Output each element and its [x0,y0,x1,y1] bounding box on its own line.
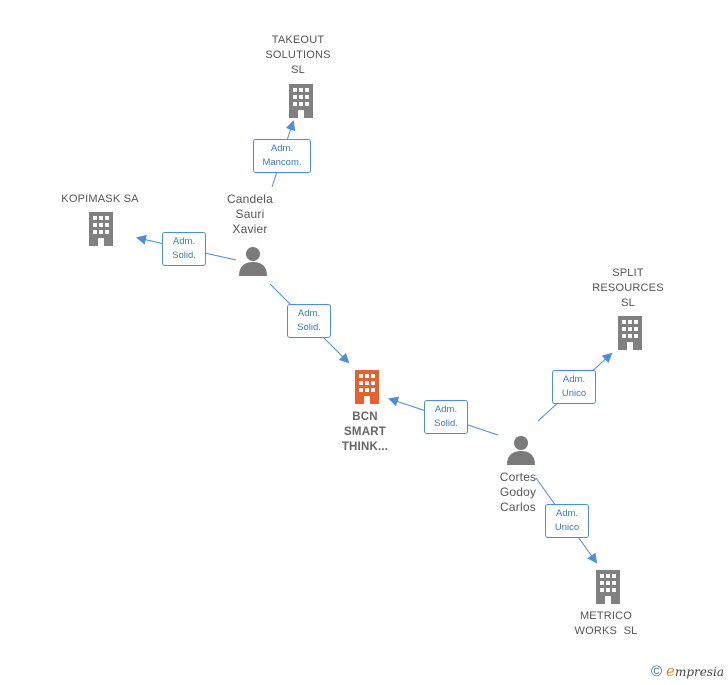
label-line: WORKS SL [574,625,638,637]
label-line: RESOURCES [592,282,664,294]
edge-label-cortes-bcn[interactable]: Adm. Solid. [424,400,468,434]
label-line: Carlos [500,500,536,514]
node-label-takeout[interactable]: TAKEOUT SOLUTIONS SL [248,33,348,78]
edge-label-line: Adm. [172,236,196,247]
edge-label-line: Adm. [555,508,579,519]
label-line: Cortes [499,470,537,484]
building-icon [89,212,113,246]
edge-label-line: Solid. [434,418,458,429]
center-building-icon [355,370,379,404]
label-line: Sauri [235,207,265,221]
node-label-metrico[interactable]: METRICO WORKS SL [556,609,656,639]
node-label-kopimask[interactable]: KOPIMASK SA [50,192,150,207]
edge-label-line: Unico [554,522,580,533]
label-line: SL [291,64,305,76]
person-icon [507,436,535,465]
edge-label-line: Adm. [562,374,586,385]
node-label-split[interactable]: SPLIT RESOURCES SL [578,266,678,311]
edge-label-line: Solid. [172,250,196,261]
edge-label-cortes-metrico[interactable]: Adm. Unico [545,504,589,538]
brand-logo: empresia [666,662,724,680]
node-label-bcn[interactable]: BCN SMART THINK... [315,410,415,455]
node-label-cortes[interactable]: Cortes Godoy Carlos [478,470,558,515]
person-icon [239,247,267,276]
edge-label-line: Solid. [297,322,321,333]
edge-label-candela-takeout[interactable]: Adm. Mancom. [253,139,311,173]
copyright-symbol: © [650,662,663,680]
label-line: Candela [226,192,274,206]
label-line: SOLUTIONS [265,49,331,61]
label-line: BCN [352,411,378,423]
node-label-candela[interactable]: Candela Sauri Xavier [210,192,290,237]
edge-label-line: Adm. [270,143,294,154]
label-line: THINK... [341,441,389,453]
edge-label-candela-bcn[interactable]: Adm. Solid. [287,304,331,338]
edge-label-cortes-split[interactable]: Adm. Unico [552,370,596,404]
edge-label-line: Unico [561,388,587,399]
label-line: KOPIMASK SA [61,193,139,205]
building-icon [289,84,313,118]
edge-label-line: Adm. [434,404,458,415]
building-icon [596,570,620,604]
edge-label-line: Adm. [297,308,321,319]
label-line: Xavier [232,222,268,236]
label-line: METRICO [579,610,633,622]
label-line: SL [621,297,635,309]
label-line: TAKEOUT [271,34,325,46]
label-line: SPLIT [612,267,644,279]
brand-footer: © empresia [651,662,724,680]
building-icon [618,316,642,350]
label-line: SMART [344,426,386,438]
edge-label-candela-kopimask[interactable]: Adm. Solid. [162,232,206,266]
edge-label-line: Mancom. [262,157,302,168]
label-line: Godoy [499,485,537,499]
